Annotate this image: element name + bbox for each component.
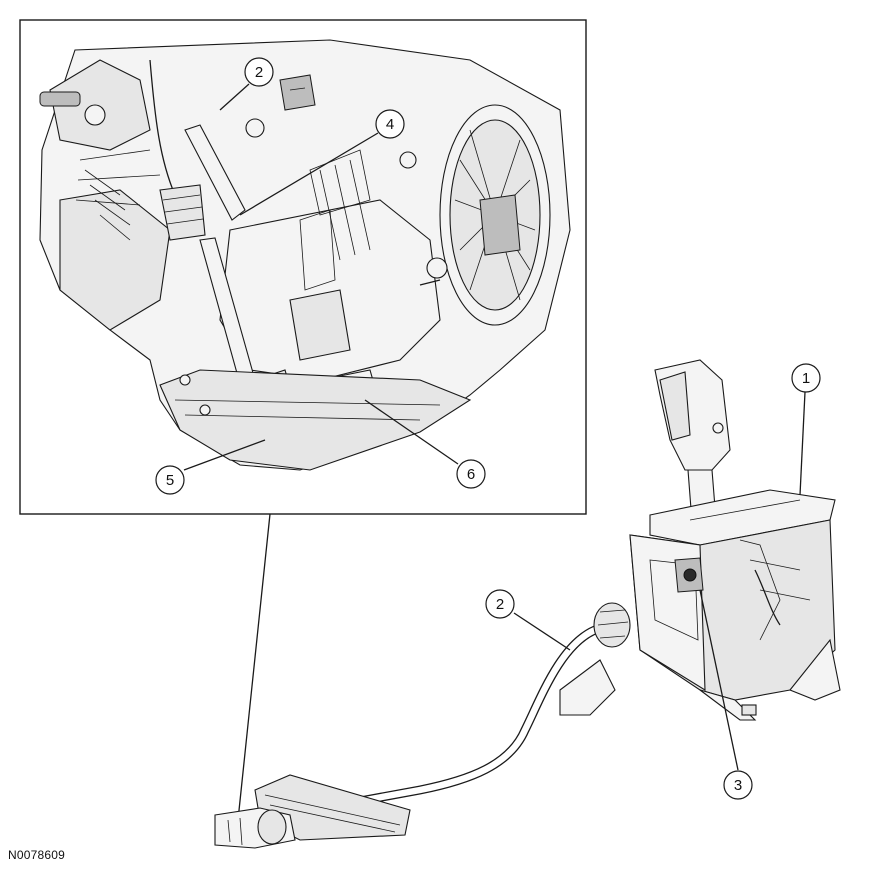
callout-6: 6 xyxy=(456,459,486,489)
callout-4-label: 4 xyxy=(386,116,394,133)
callout-6-label: 6 xyxy=(467,466,475,483)
callout-2: 2 xyxy=(485,589,515,619)
selector-cable xyxy=(214,602,631,849)
callout-1-label: 1 xyxy=(802,370,810,387)
callout-3: 3 xyxy=(723,770,753,800)
callout-3-label: 3 xyxy=(734,777,742,794)
callout-2-inset-label: 2 xyxy=(255,64,263,81)
callout-5-label: 5 xyxy=(166,472,174,489)
callout-5: 5 xyxy=(155,465,185,495)
callout-2-label: 2 xyxy=(496,596,504,613)
callout-4: 4 xyxy=(375,109,405,139)
figure-id: N0078609 xyxy=(8,848,65,862)
gear-shift-lever-assembly xyxy=(629,359,841,721)
callout-1: 1 xyxy=(791,363,821,393)
callout-leaders xyxy=(183,83,806,771)
inset-leader-line xyxy=(237,513,271,821)
callout-2-inset: 2 xyxy=(244,57,274,87)
transaxle-detail xyxy=(39,39,571,471)
